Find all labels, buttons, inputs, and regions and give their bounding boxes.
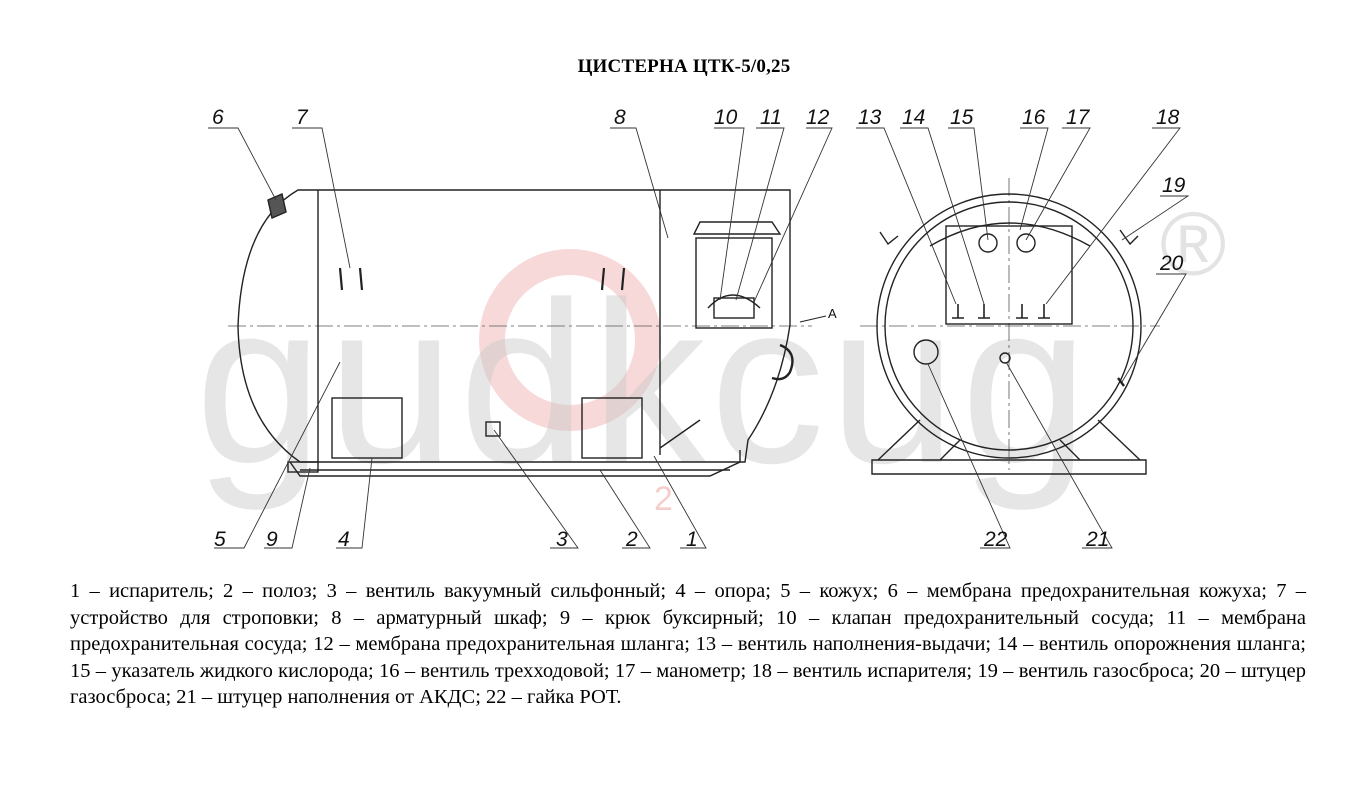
callout-21: 21 xyxy=(1085,528,1109,551)
lift-lug-left xyxy=(879,231,899,246)
cabinet-valve-block xyxy=(713,297,755,319)
tow-hook xyxy=(287,461,319,473)
callout-14: 14 xyxy=(902,106,925,129)
frame xyxy=(871,459,1147,475)
end-view xyxy=(860,178,1160,475)
callout-19: 19 xyxy=(1162,174,1186,197)
pressure-gauge xyxy=(1016,233,1036,253)
watermark-registered: ® xyxy=(1160,195,1226,295)
sling-left xyxy=(338,267,364,291)
evaporator-pipe xyxy=(659,419,701,449)
membrane-casing xyxy=(267,193,287,219)
callout-7: 7 xyxy=(296,106,309,129)
callout-2: 2 xyxy=(625,528,638,551)
gas-fitting xyxy=(1117,377,1125,387)
callout-3: 3 xyxy=(556,528,568,551)
support-right xyxy=(581,397,643,459)
callout-22: 22 xyxy=(983,528,1008,551)
diagram-title: ЦИСТЕРНА ЦТК-5/0,25 xyxy=(577,56,791,77)
callout-15: 15 xyxy=(950,106,974,129)
callout-9: 9 xyxy=(266,528,278,551)
level-gauge xyxy=(978,233,998,253)
support-left xyxy=(331,397,403,459)
shell-outer xyxy=(876,193,1142,459)
lift-lug-right xyxy=(1119,229,1139,246)
watermark-subscript: 2 xyxy=(654,480,673,518)
callout-10: 10 xyxy=(714,106,738,129)
side-view xyxy=(228,189,812,477)
legend-caption: 1 – испаритель; 2 – полоз; 3 – вентиль в… xyxy=(70,580,1306,708)
callout-18: 18 xyxy=(1156,106,1180,129)
callout-20: 20 xyxy=(1159,252,1184,275)
callout-17: 17 xyxy=(1066,106,1091,129)
callouts: 6 7 8 10 11 12 13 14 15 16 17 18 19 20 5… xyxy=(212,106,1186,551)
callout-4: 4 xyxy=(338,528,350,551)
callout-13: 13 xyxy=(858,106,882,129)
callout-11: 11 xyxy=(760,106,782,129)
shell-inner xyxy=(884,201,1134,451)
callout-16: 16 xyxy=(1022,106,1046,129)
callout-8: 8 xyxy=(614,106,626,129)
watermark-text: gudkcug xyxy=(195,254,1093,511)
callout-12: 12 xyxy=(806,106,830,129)
filling-fitting xyxy=(999,352,1011,364)
watermark: gudkcug ® 2 xyxy=(195,195,1226,518)
vacuum-valve xyxy=(485,421,501,437)
trailer-hook xyxy=(771,343,794,381)
cabinet-hood xyxy=(692,221,782,235)
view-marker-label: A xyxy=(828,306,837,321)
valve-row xyxy=(952,304,1050,319)
leader-lines xyxy=(208,127,1190,549)
rot-nut xyxy=(913,339,939,365)
armature-cabinet xyxy=(695,237,773,329)
front-cabinet xyxy=(945,225,1073,325)
cabinet-valves xyxy=(707,294,761,309)
callout-6: 6 xyxy=(212,106,224,129)
callout-1: 1 xyxy=(686,528,698,551)
view-marker: A xyxy=(799,306,837,323)
cabinet-roof xyxy=(929,222,1091,247)
sling-right xyxy=(600,267,626,291)
callout-5: 5 xyxy=(214,528,226,551)
watermark-ring xyxy=(479,249,661,431)
frame-braces xyxy=(877,419,1141,461)
